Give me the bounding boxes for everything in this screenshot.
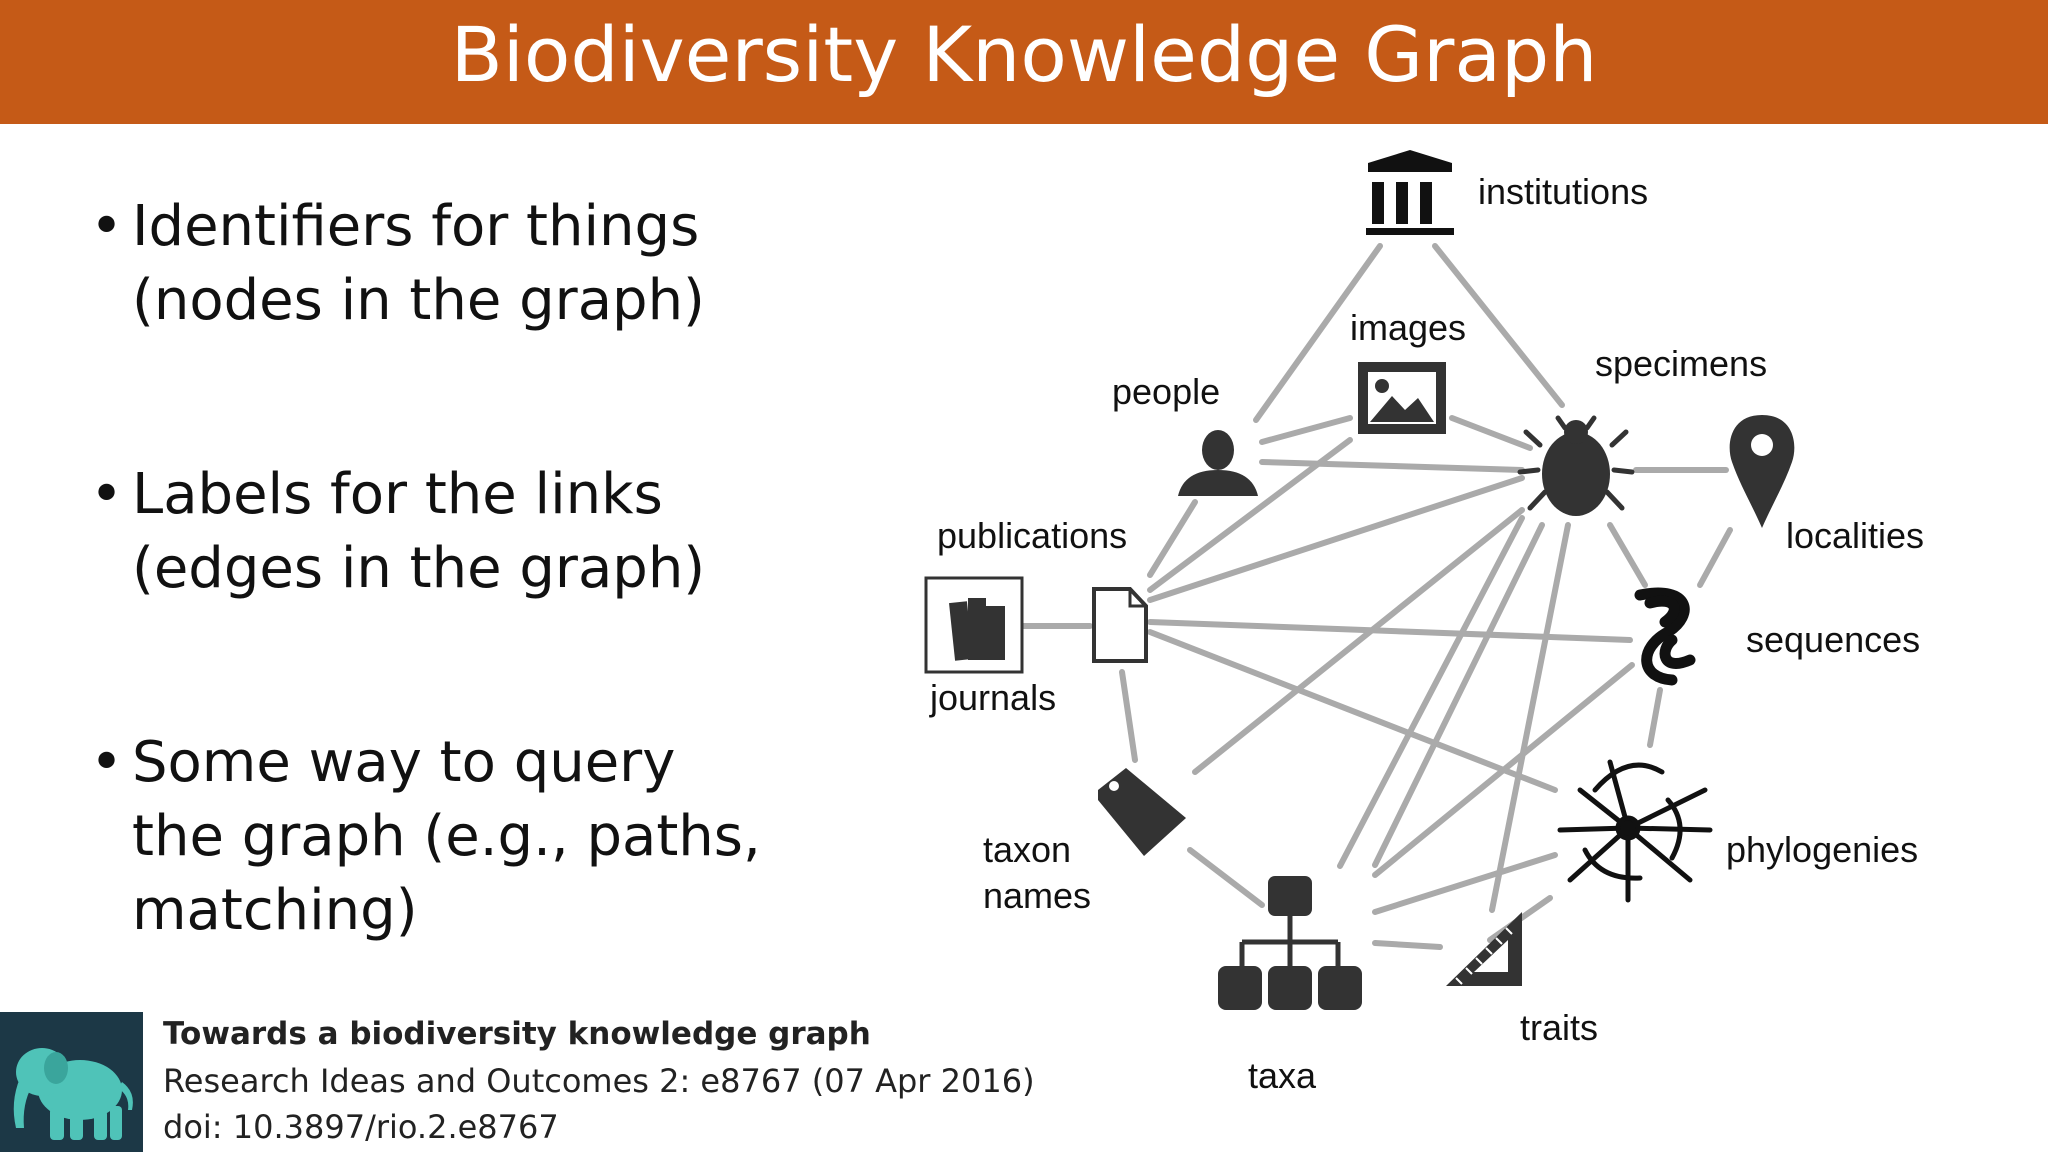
edge [1187, 847, 1265, 908]
edge [1337, 515, 1525, 869]
institution-icon [1366, 150, 1454, 235]
graph-edges [1017, 243, 1733, 950]
edge [1607, 522, 1648, 588]
edge [1489, 522, 1571, 913]
bullet-text: Identifiers for things (nodes in the gra… [132, 194, 705, 333]
node-label-taxa: taxa [1248, 1055, 1317, 1096]
edge [1119, 669, 1138, 763]
document-icon [1092, 587, 1148, 663]
slide-title: Biodiversity Knowledge Graph [450, 10, 1598, 99]
node-label-taxon-names-1: taxon [983, 829, 1071, 870]
node-label-phylogenies: phylogenies [1726, 829, 1918, 870]
edge [1372, 662, 1635, 878]
bullet-text: Some way to query the graph (e.g., paths… [132, 730, 761, 943]
edge [1259, 415, 1353, 445]
edge [1647, 687, 1663, 748]
title-bar: Biodiversity Knowledge Graph [0, 0, 2048, 124]
reference-journal: Research Ideas and Outcomes 2: e8767 (07… [163, 1062, 1035, 1100]
edge [1372, 940, 1443, 950]
bullet-item: •Some way to query the graph (e.g., path… [90, 730, 761, 943]
edge [1147, 619, 1633, 643]
image-icon [1358, 362, 1446, 434]
node-label-images: images [1350, 307, 1466, 348]
edge [1449, 415, 1533, 451]
reference-doi[interactable]: doi: 10.3897/rio.2.e8767 [163, 1108, 559, 1146]
node-label-specimens: specimens [1595, 343, 1767, 384]
edge [1147, 629, 1558, 793]
tag-icon [1098, 768, 1186, 856]
node-label-people: people [1112, 371, 1220, 412]
edge [1432, 243, 1565, 408]
elephant-icon [13, 1048, 133, 1140]
reference-title: Towards a biodiversity knowledge graph [163, 1016, 871, 1052]
edge [1253, 243, 1383, 423]
beetle-icon [1517, 415, 1635, 516]
dna-icon [1634, 587, 1696, 686]
books-icon [924, 576, 1024, 674]
map-pin-icon [1729, 415, 1795, 528]
node-label-sequences: sequences [1746, 619, 1920, 660]
edge [1372, 522, 1545, 868]
node-label-localities: localities [1786, 515, 1924, 556]
person-icon [1178, 430, 1258, 496]
node-label-journals: journals [929, 677, 1056, 718]
ruler-icon [1446, 912, 1522, 986]
edge [1259, 459, 1525, 473]
edge [1147, 437, 1353, 593]
node-label-taxon-names-2: names [983, 875, 1091, 916]
edge [1192, 507, 1525, 775]
hierarchy-icon [1218, 876, 1362, 1010]
bullet-text: Labels for the links (edges in the graph… [132, 462, 706, 601]
node-label-institutions: institutions [1478, 171, 1648, 212]
journal-logo [0, 1012, 143, 1152]
edge [1372, 852, 1558, 915]
node-label-publications: publications [937, 515, 1127, 556]
edge [1147, 475, 1525, 603]
edge [1697, 527, 1733, 588]
bullet-item: •Labels for the links (edges in the grap… [90, 462, 706, 601]
bullet-item: •Identifiers for things (nodes in the gr… [90, 194, 705, 333]
phylogeny-icon [1557, 759, 1713, 903]
node-label-traits: traits [1520, 1007, 1598, 1048]
edge [1147, 499, 1198, 578]
